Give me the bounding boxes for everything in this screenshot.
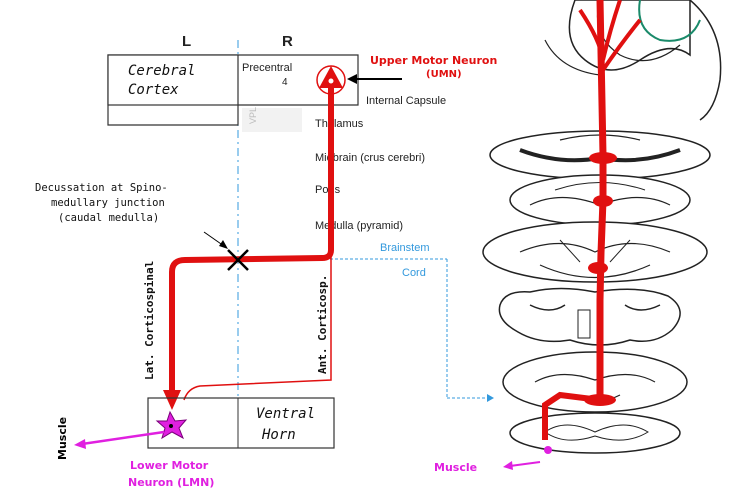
thalamus-label: Thalamus [315, 118, 364, 130]
caudal-medulla-section [498, 287, 681, 346]
left-label: L [182, 33, 191, 50]
lateral-tract-label: Lat. Corticospinal [143, 261, 156, 380]
right-label: R [282, 33, 293, 50]
boundary-arrowhead [487, 394, 494, 402]
lateral-corticospinal-tract [169, 85, 334, 395]
brainstem-label: Brainstem [380, 242, 430, 254]
vpl-box [242, 108, 302, 132]
decussation-label-1: Decussation at Spino- [35, 182, 168, 194]
midbrain-label: Midbrain (crus cerebri) [315, 152, 425, 164]
cortex-left-box [107, 54, 239, 106]
lmn-label-1: Lower Motor [130, 459, 209, 472]
umn-arrowhead [347, 74, 357, 84]
umn-label-1: Upper Motor Neuron [370, 54, 497, 67]
muscle-left-label: Muscle [56, 417, 69, 460]
umn-cell-body [319, 66, 343, 88]
internal-capsule-label: Internal Capsule [366, 95, 446, 107]
ventral-horn-box [147, 397, 335, 449]
muscle-right-arrowhead [503, 461, 513, 470]
lmn-arrowhead [74, 439, 86, 449]
decussation-label-3: (caudal medulla) [58, 212, 159, 224]
cortex-label-2: Cortex [128, 82, 179, 98]
cord-label: Cord [402, 267, 426, 279]
lateral-tract-arrowhead [163, 390, 181, 410]
lmn-label-2: Neuron (LMN) [128, 476, 214, 489]
right-pathway [542, 0, 642, 454]
spinal-cord-section [509, 412, 681, 454]
decussation-label-2: medullary junction [51, 197, 165, 209]
anterior-tract-label: Ant. Corticosp. [316, 275, 329, 374]
cortex-label-1: Cerebral [128, 63, 195, 79]
muscle-right-label: Muscle [434, 461, 477, 474]
umn-nucleus [328, 78, 334, 84]
pons-label: Pons [315, 184, 341, 196]
lmn-nucleus [169, 424, 173, 428]
precentral-label: Precentral [242, 62, 292, 74]
vpl-label: VPL [248, 107, 258, 124]
anterior-corticospinal-tract [183, 250, 332, 401]
lmn-axon [81, 430, 165, 446]
muscle-right-arrow [509, 461, 541, 467]
ventral-horn-label-1: Ventral [256, 406, 315, 422]
brain-section [544, 0, 722, 121]
decussation-arrowhead [219, 240, 228, 249]
ventral-horn-label-2: Horn [261, 427, 296, 443]
umn-label-2: (UMN) [426, 69, 462, 80]
decussation-x-b [227, 249, 249, 271]
upper-medulla-section [482, 221, 708, 283]
area-4-label: 4 [282, 77, 288, 88]
medulla-label: Medulla (pyramid) [315, 220, 403, 232]
